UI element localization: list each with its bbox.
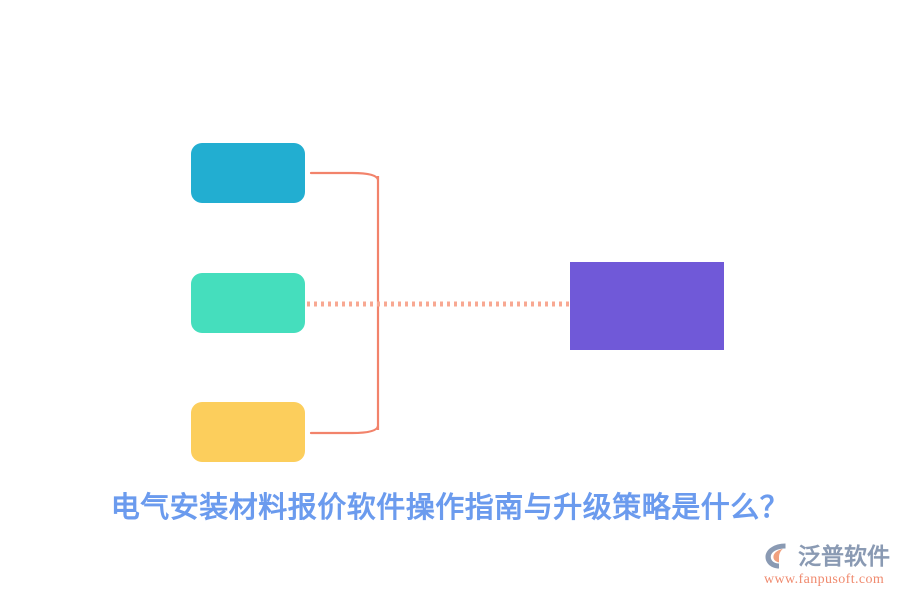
brand-name: 泛普软件 (798, 543, 890, 569)
diagram-node-purple[interactable] (570, 262, 724, 350)
connector-blue-to-trunk (309, 171, 380, 182)
diagram-node-green[interactable] (191, 273, 305, 333)
brand-row: 泛普软件 (762, 539, 890, 573)
connector-yellow-to-trunk (309, 424, 380, 435)
diagram-node-blue[interactable] (191, 143, 305, 203)
page-title: 电气安装材料报价软件操作指南与升级策略是什么？ (110, 492, 790, 524)
brand-url: www.fanpusoft.com (764, 572, 885, 587)
fanpu-logo-icon (765, 543, 786, 569)
diagram-node-yellow[interactable] (191, 402, 305, 462)
brand-logo: 泛普软件 www.fanpusoft.com (762, 539, 894, 593)
